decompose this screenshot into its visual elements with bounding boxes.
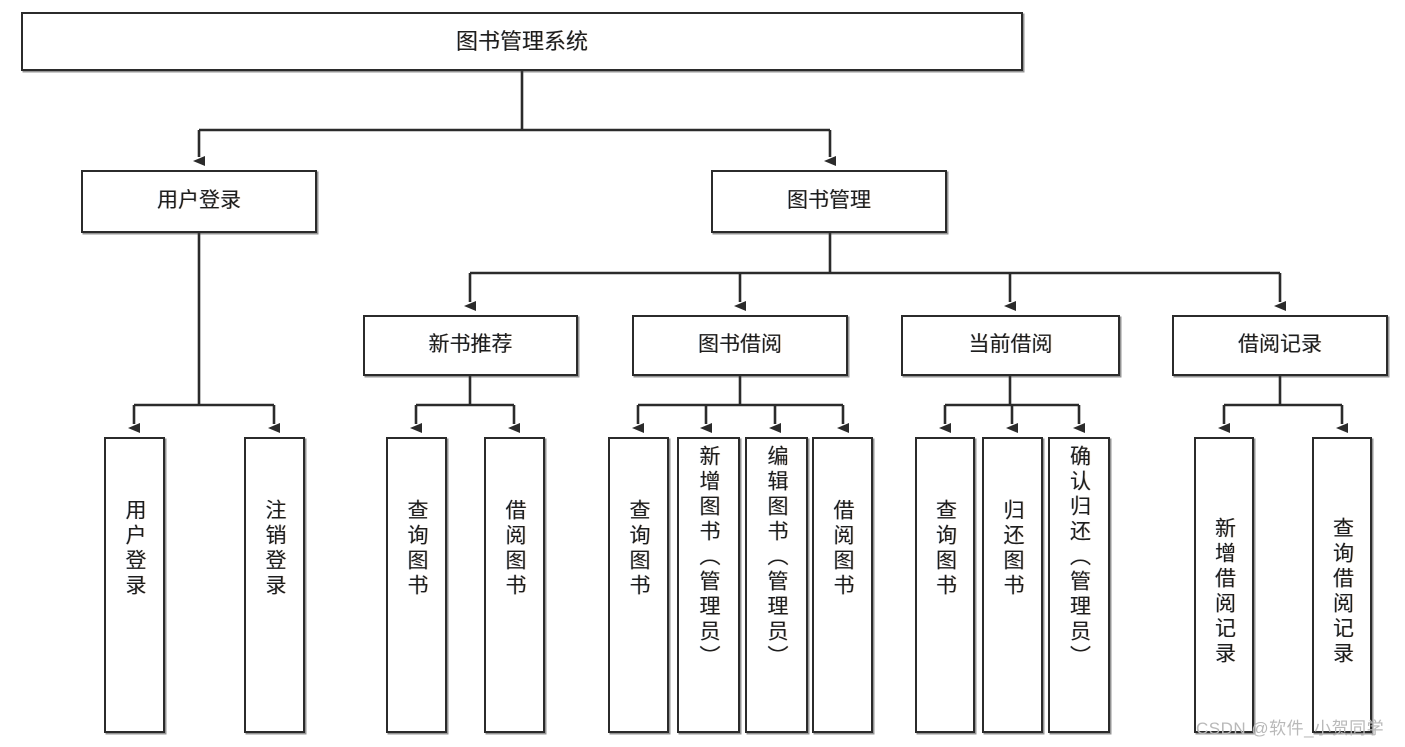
leaf-query-book-1[interactable]: 查询图书: [386, 437, 447, 733]
leaf-confirm-return[interactable]: 确认归还（管理员）: [1048, 437, 1110, 733]
node-borrow-record-label: 借阅记录: [1238, 333, 1322, 357]
node-root-label: 图书管理系统: [455, 28, 588, 54]
leaf-logout-label: 注销登录: [263, 499, 286, 599]
node-user-login-label: 用户登录: [157, 189, 241, 213]
leaf-query-book-2[interactable]: 查询图书: [608, 437, 669, 733]
node-new-book-recommend-label: 新书推荐: [428, 333, 513, 357]
node-book-management[interactable]: 图书管理: [711, 170, 947, 233]
node-current-borrow[interactable]: 当前借阅: [901, 315, 1120, 376]
node-book-borrow-label: 图书借阅: [698, 333, 782, 357]
leaf-logout[interactable]: 注销登录: [244, 437, 305, 733]
leaf-add-record-label: 新增借阅记录: [1212, 517, 1236, 667]
leaf-return-book-label: 归还图书: [1001, 499, 1024, 599]
node-new-book-recommend[interactable]: 新书推荐: [363, 315, 578, 376]
leaf-add-book-label: 新增图书（管理员）: [697, 445, 720, 670]
leaf-edit-book-label: 编辑图书（管理员）: [765, 445, 788, 670]
node-root[interactable]: 图书管理系统: [21, 12, 1023, 71]
leaf-add-record[interactable]: 新增借阅记录: [1194, 437, 1254, 733]
leaf-borrow-book-2-label: 借阅图书: [831, 499, 854, 599]
node-borrow-record[interactable]: 借阅记录: [1172, 315, 1388, 376]
node-current-borrow-label: 当前借阅: [968, 333, 1053, 357]
leaf-query-book-1-label: 查询图书: [405, 499, 428, 599]
leaf-query-book-3-label: 查询图书: [933, 499, 957, 599]
leaf-borrow-book-1[interactable]: 借阅图书: [484, 437, 545, 733]
node-user-login[interactable]: 用户登录: [81, 170, 317, 233]
leaf-query-record[interactable]: 查询借阅记录: [1312, 437, 1372, 733]
leaf-borrow-book-1-label: 借阅图书: [503, 499, 526, 599]
leaf-user-login[interactable]: 用户登录: [104, 437, 165, 733]
leaf-query-book-3[interactable]: 查询图书: [915, 437, 975, 733]
leaf-edit-book[interactable]: 编辑图书（管理员）: [745, 437, 808, 733]
leaf-borrow-book-2[interactable]: 借阅图书: [812, 437, 873, 733]
leaf-confirm-return-label: 确认归还（管理员）: [1067, 445, 1091, 670]
leaf-query-book-2-label: 查询图书: [627, 499, 650, 599]
leaf-return-book[interactable]: 归还图书: [982, 437, 1043, 733]
node-book-borrow[interactable]: 图书借阅: [632, 315, 848, 376]
leaf-query-record-label: 查询借阅记录: [1330, 517, 1354, 667]
leaf-user-login-label: 用户登录: [123, 499, 146, 599]
leaf-add-book[interactable]: 新增图书（管理员）: [677, 437, 740, 733]
node-book-management-label: 图书管理: [787, 189, 871, 213]
